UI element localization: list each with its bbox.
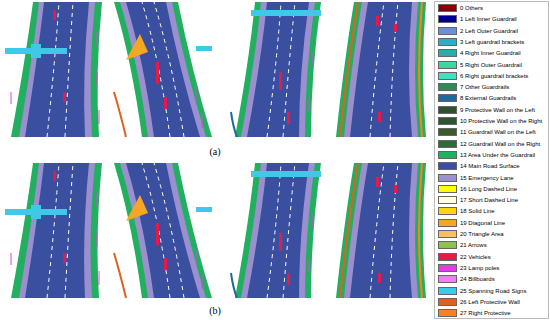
legend-row: 12 Guardrail Wall on the Right xyxy=(438,140,540,148)
legend-text: 22 Vehicles xyxy=(460,254,491,260)
legend-row: 26 Left Protective Wall xyxy=(438,298,520,306)
legend-text: 1 Left Inner Guardrail xyxy=(460,16,517,22)
legend-text: 18 Solid Line xyxy=(460,208,495,214)
legend-swatch xyxy=(438,27,457,35)
legend-swatch xyxy=(438,61,457,69)
legend-text: 3 Left guardrail brackets xyxy=(460,39,524,45)
legend-swatch xyxy=(438,264,457,272)
legend-text: 6 Right guardrail brackets xyxy=(460,73,528,79)
legend-row: 1 Left Inner Guardrail xyxy=(438,15,517,23)
legend-row: 23 Lamp poles xyxy=(438,264,499,272)
legend-row: 17 Short Dashed Line xyxy=(438,196,518,204)
legend-text: 15 Emergency Lane xyxy=(460,175,514,181)
legend-swatch xyxy=(438,106,457,114)
legend-text: 7 Other Guardrails xyxy=(460,84,509,90)
legend-swatch xyxy=(438,253,457,261)
panel-label: (b) xyxy=(209,305,221,316)
legend-text: 5 Right Outer Guardrail xyxy=(460,62,522,68)
legend-swatch xyxy=(438,230,457,238)
legend-swatch xyxy=(438,275,457,283)
legend-swatch xyxy=(438,287,457,295)
legend-swatch xyxy=(438,49,457,57)
legend-text: 2 Left Outer Guardrail xyxy=(460,28,518,34)
legend-text: 8 External Guardrails xyxy=(460,95,516,101)
legend-text: 11 Guardrail Wall on the Left xyxy=(460,129,536,135)
legend-text: 20 Triangle Area xyxy=(460,231,504,237)
legend-row: 13 Area Under the Guardrail xyxy=(438,151,535,159)
legend-text: 24 Billboards xyxy=(460,276,495,282)
legend-text: 12 Guardrail Wall on the Right xyxy=(460,141,540,147)
legend-text: 25 Spanning Road Signs xyxy=(460,288,526,294)
legend-row: 2 Left Outer Guardrail xyxy=(438,27,518,35)
legend-swatch xyxy=(438,72,457,80)
legend-row: 22 Vehicles xyxy=(438,253,491,261)
legend-row: 10 Protective Wall on the Right xyxy=(438,117,542,125)
legend-swatch xyxy=(438,207,457,215)
legend-row: 24 Billboards xyxy=(438,275,495,283)
legend-swatch xyxy=(438,298,457,306)
legend-row: 9 Protective Wall on the Left xyxy=(438,106,535,114)
legend-row: 8 External Guardrails xyxy=(438,94,516,102)
legend-row: 0 Others xyxy=(438,4,483,12)
legend-swatch xyxy=(438,83,457,91)
legend-swatch xyxy=(438,94,457,102)
legend-row: 20 Triangle Area xyxy=(438,230,504,238)
legend-text: 27 Right Protective xyxy=(460,310,511,316)
legend-row: 7 Other Guardrails xyxy=(438,83,509,91)
legend-swatch xyxy=(438,174,457,182)
legend-row: 15 Emergency Lane xyxy=(438,174,514,182)
legend-swatch xyxy=(438,128,457,136)
legend-row: 18 Solid Line xyxy=(438,207,495,215)
legend-swatch xyxy=(438,15,457,23)
legend-text: 23 Lamp poles xyxy=(460,265,499,271)
legend-row: 4 Right Inner Guardrail xyxy=(438,49,521,57)
legend-text: 9 Protective Wall on the Left xyxy=(460,107,535,113)
legend-row: 6 Right guardrail brackets xyxy=(438,72,528,80)
legend-swatch xyxy=(438,140,457,148)
legend-row: 16 Long Dashed Line xyxy=(438,185,517,193)
legend-swatch xyxy=(438,196,457,204)
legend-swatch xyxy=(438,241,457,249)
legend-text: 21 Arrows xyxy=(460,242,487,248)
legend-row: 21 Arrows xyxy=(438,241,487,249)
legend-swatch xyxy=(438,151,457,159)
legend-row: 3 Left guardrail brackets xyxy=(438,38,524,46)
legend-text: 16 Long Dashed Line xyxy=(460,186,517,192)
legend-text: 10 Protective Wall on the Right xyxy=(460,118,542,124)
legend-swatch xyxy=(438,38,457,46)
legend-swatch xyxy=(438,117,457,125)
legend-text: 17 Short Dashed Line xyxy=(460,197,518,203)
legend-swatch xyxy=(438,309,457,317)
legend-swatch xyxy=(438,4,457,12)
legend-text: 26 Left Protective Wall xyxy=(460,299,520,305)
legend-swatch xyxy=(438,219,457,227)
legend-text: 19 Diagonal Line xyxy=(460,220,505,226)
legend-row: 27 Right Protective xyxy=(438,309,511,317)
legend-text: 14 Main Road Surface xyxy=(460,163,520,169)
legend-text: 4 Right Inner Guardrail xyxy=(460,50,521,56)
legend-swatch xyxy=(438,185,457,193)
legend-text: 13 Area Under the Guardrail xyxy=(460,152,535,158)
legend-row: 25 Spanning Road Signs xyxy=(438,287,526,295)
legend-row: 19 Diagonal Line xyxy=(438,219,505,227)
legend-row: 11 Guardrail Wall on the Left xyxy=(438,128,536,136)
legend-row: 5 Right Outer Guardrail xyxy=(438,61,522,69)
legend-text: 0 Others xyxy=(460,5,483,11)
panel-label: (a) xyxy=(209,146,220,157)
legend-swatch xyxy=(438,162,457,170)
legend-row: 14 Main Road Surface xyxy=(438,162,520,170)
